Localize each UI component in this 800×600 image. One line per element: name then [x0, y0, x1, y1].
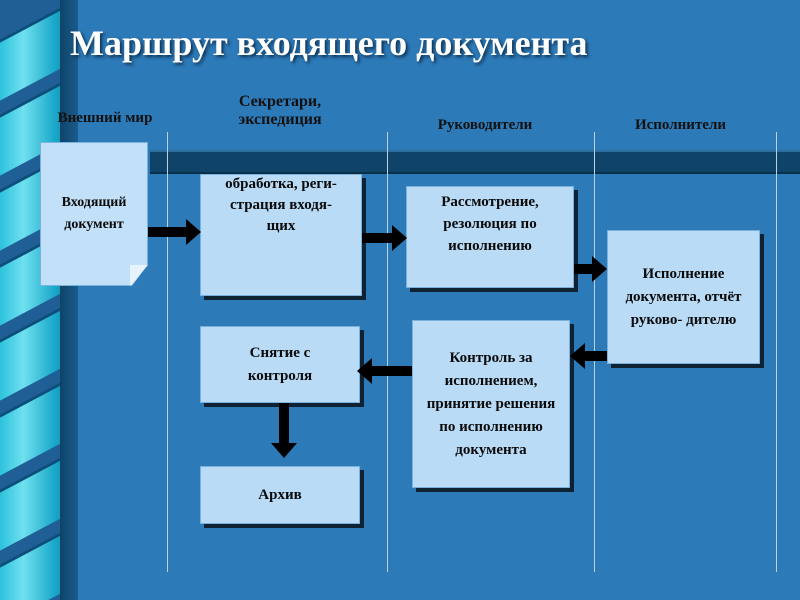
archive-node: Архив — [200, 466, 360, 524]
execution-label: Исполнение документа, отчёт руково- дите… — [625, 265, 742, 328]
removal-node: Снятие с контроля — [200, 326, 360, 403]
incoming-document-label: Входящий документ — [61, 195, 127, 232]
column-divider — [387, 132, 388, 572]
column-divider — [776, 132, 777, 572]
removal-label: Снятие с контроля — [247, 344, 313, 384]
column-label-executors: Исполнители — [634, 117, 727, 133]
decorative-left-strip — [0, 0, 78, 600]
review-node: Рассмотрение, резолюция по исполнению — [406, 186, 574, 288]
arrow-review-to-execution — [574, 256, 607, 282]
header-band — [150, 150, 800, 174]
arrow-incoming-to-processing — [148, 219, 201, 245]
arrow-removal-to-archive — [271, 403, 297, 458]
incoming-document-node: Входящий документ — [40, 142, 148, 286]
column-label-managers: Руководители — [437, 117, 533, 133]
review-label: Рассмотрение, резолюция по исполнению — [441, 194, 539, 254]
arrow-control-to-removal — [357, 358, 412, 384]
column-label-secretaries: Секретари, экспедиция — [238, 93, 322, 128]
execution-node: Исполнение документа, отчёт руково- дите… — [607, 230, 760, 364]
column-divider — [167, 132, 168, 572]
arrow-execution-to-control — [570, 343, 607, 369]
column-label-external: Внешний мир — [57, 110, 153, 126]
slide-title: Маршрут входящего документа — [70, 23, 588, 63]
control-node: Контроль за исполнением, принятие решени… — [412, 320, 570, 488]
processing-label: Экспедицион ная обработка, реги- страция… — [225, 176, 337, 234]
archive-label: Архив — [258, 487, 302, 503]
processing-node: Экспедицион ная обработка, реги- страция… — [200, 174, 362, 296]
arrow-processing-to-review — [362, 225, 407, 251]
control-label: Контроль за исполнением, принятие решени… — [426, 349, 556, 458]
